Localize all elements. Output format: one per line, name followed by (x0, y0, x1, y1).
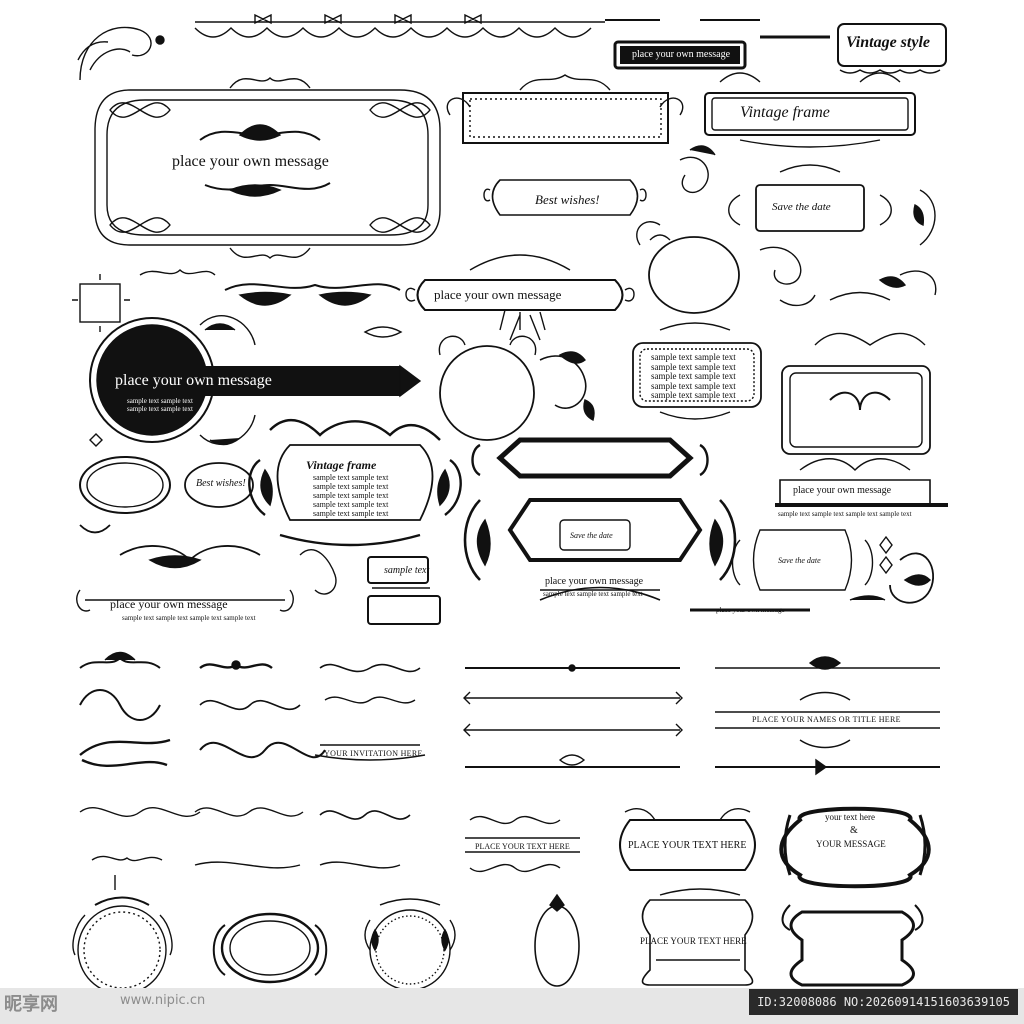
vf-sample-line: sample text sample text (313, 500, 389, 509)
divider-wave (79, 738, 171, 768)
floral-circle (369, 909, 451, 991)
swirl-ornament (679, 156, 937, 296)
circle-frame (439, 345, 535, 441)
dotted-frame (462, 92, 669, 144)
watermark-url: www.nipic.cn (120, 993, 206, 1008)
save-date-frame-2 (752, 529, 853, 591)
corner-flourish-top-left (77, 26, 152, 81)
center-sample: sample text sample text sample text (543, 590, 643, 598)
your-text-here: your text here (825, 812, 875, 822)
big-frame-message: place your own message (172, 153, 329, 170)
sample-text-line: sample text sample text (651, 352, 736, 362)
big-frame (94, 89, 441, 246)
sample-label-frame (367, 556, 429, 584)
save-date-right-text: Save the date (778, 556, 821, 565)
heavy-bracket-frame (789, 910, 915, 987)
watermark-logo: 昵享网 (4, 994, 58, 1015)
left-message: place your own message (110, 597, 228, 611)
frame-bottom-scroll (229, 247, 311, 259)
sample-text-block: sample text sample text sample text samp… (651, 352, 736, 401)
place-text-3: PLACE YOUR TEXT HERE (640, 936, 747, 946)
vintage-frame-ornate (276, 444, 434, 521)
sample-text-line: sample text sample text (651, 390, 736, 400)
vintage-style-title: Vintage style (846, 34, 930, 51)
best-wishes-frame (491, 179, 639, 216)
frame-top-scroll (229, 77, 311, 89)
vintage-frame-ornate-title: Vintage frame (306, 458, 377, 472)
text-here-frame (619, 819, 756, 871)
vf-sample-line: sample text sample text (313, 491, 389, 500)
vintage-frame-title: Vintage frame (740, 104, 830, 121)
sample-text-line: sample text sample text (651, 361, 736, 372)
best-wishes-oval (184, 462, 254, 508)
flourish-dot (155, 35, 165, 45)
sample-text-frame (632, 342, 762, 408)
ribbon-frame (416, 279, 624, 311)
sample-text-label: sample text (384, 565, 430, 576)
right-frame-message: place your own message (793, 485, 892, 496)
scroll-oval-frame (220, 912, 320, 984)
big-frame-inner (106, 99, 429, 236)
place-text-1: PLACE YOUR TEXT HERE (475, 842, 570, 851)
banner-frame (613, 40, 747, 70)
infinity-knot (109, 102, 431, 233)
sample-text-line: sample text sample text (651, 380, 736, 391)
oval-frame (648, 236, 740, 314)
center-message: place your own message (545, 576, 644, 587)
laurel-circle (77, 905, 167, 995)
invitation-rule (314, 754, 426, 761)
vintage-style-box (837, 23, 947, 67)
round-sample-line: sample text sample text (127, 397, 193, 405)
round-banner (100, 366, 400, 396)
text-here-rule (465, 837, 580, 853)
bow-icon (254, 13, 482, 25)
bracket-frame (641, 899, 754, 986)
left-swirl (79, 524, 261, 562)
place-text-2: PLACE YOUR TEXT HERE (628, 840, 747, 851)
ampersand: & (850, 825, 858, 836)
sample-text-line: sample text sample text (651, 371, 736, 381)
round-banner-message: place your own message (115, 372, 272, 389)
round-sample-line: sample text sample text (127, 405, 193, 413)
scalloped-border-top (194, 21, 605, 38)
save-date-frame (755, 184, 865, 232)
vf-sample-line: sample text sample text (313, 473, 389, 482)
small-oval (79, 456, 171, 514)
bar-frame (496, 437, 694, 479)
tall-frame (781, 365, 931, 455)
vf-sample-line: sample text sample text (313, 482, 389, 491)
best-wishes-text: Best wishes! (535, 192, 600, 207)
invitation-text: YOUR INVITATION HERE (324, 749, 423, 758)
vf-sample-line: sample text sample text (313, 509, 389, 518)
save-date-center-text: Save the date (570, 531, 613, 540)
image-id-bar: ID:32008086 NO:20260914151603639105 (749, 989, 1018, 1015)
flourish-bar (224, 283, 401, 291)
tall-oval-frame (534, 905, 580, 987)
names-title-text: PLACE YOUR NAMES OR TITLE HERE (752, 715, 901, 724)
your-message: YOUR MESSAGE (816, 839, 886, 849)
vintage-frame-sample: sample text sample text sample text samp… (313, 473, 388, 518)
divider-swash (91, 855, 163, 890)
save-date-text: Save the date (772, 201, 831, 213)
message-flourish-fill (228, 124, 282, 197)
best-wishes-oval-text: Best wishes! (196, 478, 246, 489)
names-title-rule (715, 711, 940, 729)
right-frame-sample: sample text sample text sample text samp… (778, 510, 912, 518)
ribbon-message: place your own message (434, 287, 562, 302)
banner-message: place your own message (632, 49, 731, 60)
left-sample: sample text sample text sample text samp… (122, 614, 256, 622)
bottom-small-message: place your own message (716, 606, 785, 614)
divider-scroll (79, 689, 161, 721)
divider-loop (79, 806, 201, 818)
vintage-frame-box (704, 92, 916, 136)
